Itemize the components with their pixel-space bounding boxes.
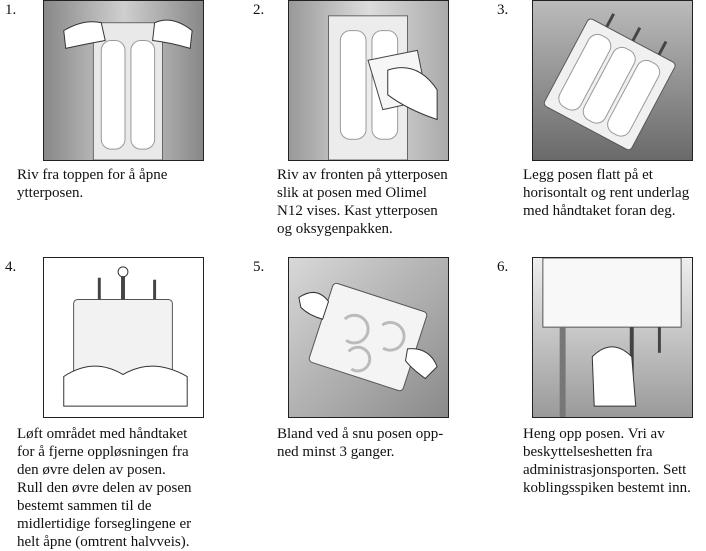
step-number: 3. — [497, 2, 509, 18]
step-number: 6. — [497, 259, 509, 275]
step-3-illustration — [532, 0, 693, 161]
step-4-caption: Løft området med håndtaket for å fjerne … — [17, 426, 192, 550]
step-5-illustration — [288, 257, 449, 418]
step-number: 1. — [5, 2, 17, 18]
step-3-caption: Legg posen flatt på et horisontalt og re… — [523, 167, 690, 219]
step-2-illustration — [288, 0, 449, 161]
step-number: 5. — [253, 259, 265, 275]
step-2-caption: Riv av fronten på ytterposen slik at pos… — [277, 167, 448, 237]
step-1-illustration — [43, 0, 204, 161]
step-number: 2. — [253, 2, 265, 18]
step-1-caption: Riv fra toppen for å åpne ytterposen. — [17, 167, 168, 201]
step-5-caption: Bland ved å snu posen opp- ned minst 3 g… — [277, 426, 444, 460]
step-6-caption: Heng opp posen. Vri av beskyttelseshette… — [523, 426, 691, 496]
step-6-illustration — [532, 257, 693, 418]
step-number: 4. — [5, 259, 17, 275]
step-4-illustration — [43, 257, 204, 418]
